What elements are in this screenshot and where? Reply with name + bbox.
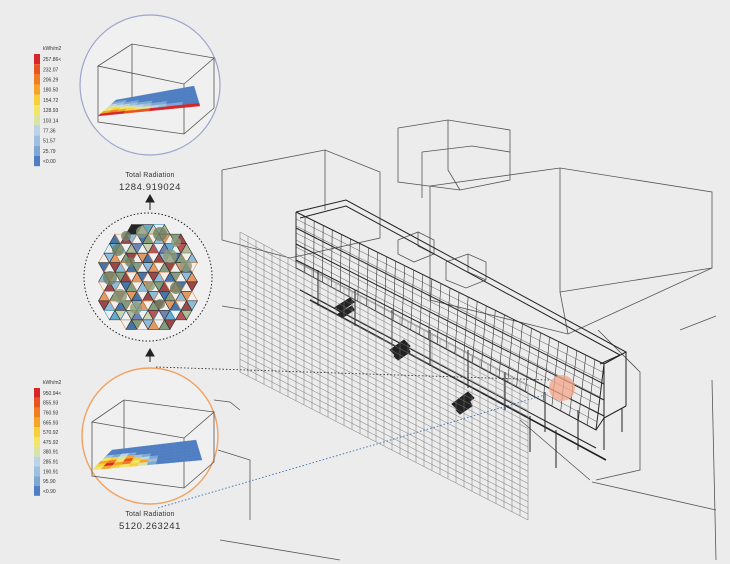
top-caption-title: Total Radiation <box>125 172 175 179</box>
top-floor-heatmap <box>97 85 201 117</box>
legend-swatch <box>34 135 40 146</box>
bottom-floor-heatmap <box>91 439 203 471</box>
heatmap-cell <box>192 456 203 461</box>
main-building <box>295 199 628 468</box>
shading-pattern-panel <box>83 212 213 342</box>
legend-swatch <box>34 54 40 65</box>
legend-swatch <box>34 446 40 457</box>
pattern-foliage <box>121 231 131 241</box>
legend-value: <0.90 <box>43 489 56 495</box>
legend-swatch <box>34 456 40 467</box>
legend-value: 51.57 <box>43 139 56 145</box>
bottom-radiation-panel <box>81 367 219 505</box>
legend-swatch <box>34 437 40 447</box>
legend-value: 475.92 <box>43 440 59 446</box>
legend-swatch <box>34 84 40 95</box>
legend-value: <0.00 <box>43 159 56 165</box>
legend-swatch <box>34 466 40 477</box>
legend-value: 285.91 <box>43 459 59 465</box>
legend-swatch <box>34 486 40 496</box>
pattern-foliage <box>155 299 165 309</box>
legend-swatch <box>34 476 40 486</box>
pattern-foliage <box>171 237 181 247</box>
legend-value: 180.50 <box>43 88 59 94</box>
legend-value: 128.93 <box>43 108 59 114</box>
pattern-triangle <box>185 281 199 292</box>
legend-swatch <box>34 145 40 156</box>
legend-value: 232.07 <box>43 67 59 73</box>
legend-value: 760.93 <box>43 410 59 416</box>
legend-value: 570.92 <box>43 430 59 436</box>
legend-swatch <box>34 64 40 75</box>
pattern-triangle <box>180 310 193 321</box>
facade-louver-grid <box>295 212 605 431</box>
legend-swatch <box>34 388 40 398</box>
flow-arrows <box>145 193 155 362</box>
legend-swatch <box>34 94 40 105</box>
pattern-foliage <box>113 289 127 303</box>
pattern-triangle <box>185 300 199 311</box>
legend-swatch <box>34 407 40 418</box>
legend-value: 95.90 <box>43 479 56 485</box>
legend-value: 25.79 <box>43 149 56 155</box>
pattern-foliage <box>112 244 124 256</box>
legend-value: 257.86< <box>43 57 61 63</box>
top-caption-value: 1284.919024 <box>118 182 182 193</box>
legend-value: 380.91 <box>43 450 59 456</box>
legend-unit: kWh/m2 <box>43 380 62 386</box>
legend-swatch <box>34 74 40 85</box>
top-legend: kWh/m2 257.86< 232.07 206.29 180.50 154.72 128… <box>34 46 62 167</box>
legend-value: 950.94< <box>43 391 61 397</box>
legend-value: 154.72 <box>43 98 59 104</box>
mesh-screen-grid <box>239 231 529 521</box>
analysis-point-highlight <box>549 375 575 401</box>
arrow-up-icon <box>145 347 155 357</box>
pattern-foliage <box>170 282 182 294</box>
legend-swatch <box>34 417 40 428</box>
legend-swatch <box>34 156 40 167</box>
legend-value: 665.93 <box>43 420 59 426</box>
legend-unit: kWh/m2 <box>43 46 62 52</box>
arrow-up-icon <box>145 193 155 203</box>
pattern-foliage <box>180 260 192 272</box>
pattern-triangle <box>163 319 177 330</box>
pattern-foliage <box>163 249 177 263</box>
bottom-caption: Total Radiation 5120.263241 <box>100 511 200 532</box>
top-radiation-panel <box>79 14 221 156</box>
top-caption: Total Radiation 1284.919024 <box>100 172 200 193</box>
pattern-foliage <box>145 281 155 291</box>
pattern-foliage <box>130 302 142 314</box>
bottom-caption-title: Total Radiation <box>125 511 175 518</box>
context-buildings <box>213 119 717 561</box>
leader-lines <box>155 366 550 509</box>
pattern-foliage <box>103 271 117 285</box>
bottom-legend: kWh/m2 950.94< 855.93 760.93 665.93 570.92 475… <box>34 380 62 496</box>
triangular-panel-pattern <box>97 224 199 330</box>
legend-swatch <box>34 115 40 126</box>
pattern-foliage <box>136 226 148 238</box>
pattern-foliage <box>153 227 167 241</box>
bottom-caption-value: 5120.263241 <box>118 521 182 532</box>
top-panel-circle <box>79 14 221 156</box>
pattern-foliage <box>125 257 135 267</box>
legend-swatch <box>34 397 40 408</box>
heatmap-cell <box>190 102 201 107</box>
legend-value: 206.29 <box>43 78 59 84</box>
legend-swatch <box>34 105 40 116</box>
legend-value: 77.36 <box>43 129 56 135</box>
legend-swatch <box>34 125 40 136</box>
legend-swatch <box>34 427 40 437</box>
legend-value: 855.93 <box>43 401 59 407</box>
legend-value: 190.91 <box>43 469 59 475</box>
legend-value: 103.14 <box>43 118 59 124</box>
